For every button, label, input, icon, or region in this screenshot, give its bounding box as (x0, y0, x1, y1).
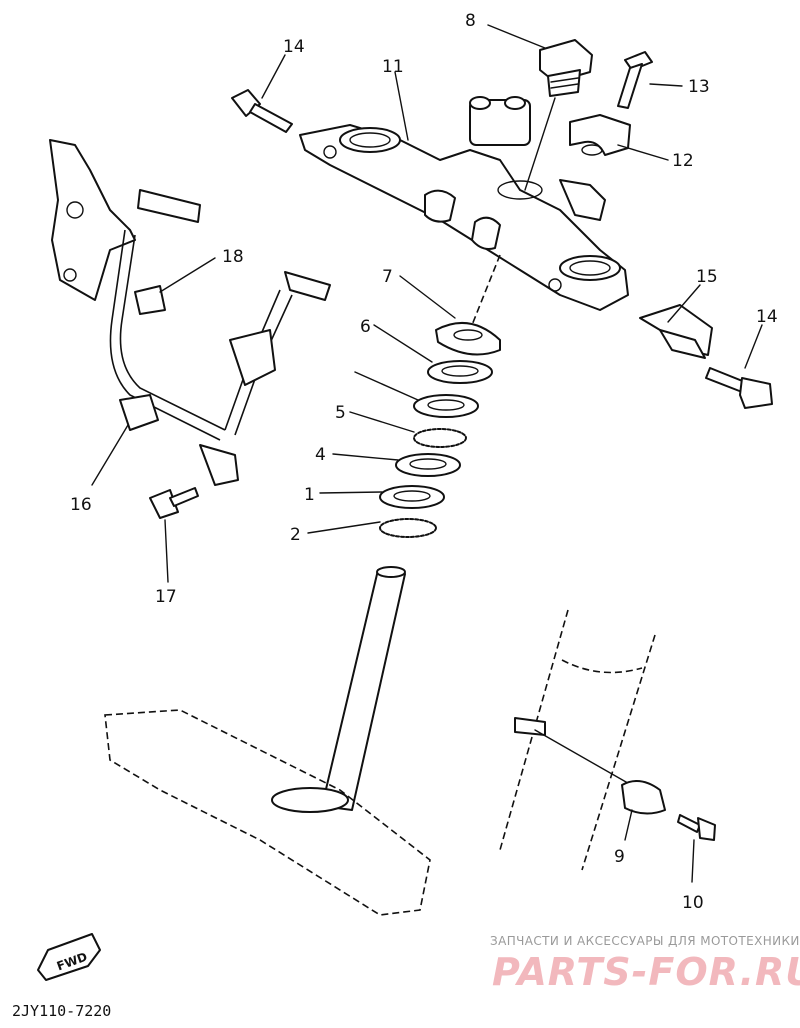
race-part-1 (379, 485, 445, 509)
callout-14-top: 14 (283, 37, 305, 57)
fwd-direction-badge: FWD (37, 933, 101, 981)
ball-ring-part-5 (413, 428, 467, 448)
ball-ring-part-2 (379, 518, 437, 538)
upper-bracket-part-11 (299, 96, 629, 311)
steering-bearing-stack (379, 254, 501, 538)
callout-5: 5 (335, 403, 346, 423)
diagram-code: 2JY110-7220 (12, 1002, 111, 1020)
callout-12: 12 (672, 151, 694, 171)
callout-4: 4 (315, 445, 326, 465)
bolt-part-13 (617, 51, 653, 109)
front-fork (499, 609, 716, 871)
callout-10: 10 (682, 893, 704, 913)
watermark-brand: PARTS-FOR.RU (492, 950, 800, 994)
callout-16: 16 (70, 495, 92, 515)
callout-2: 2 (290, 525, 301, 545)
callout-labels: 8 11 14 13 12 18 7 15 14 6 5 4 1 2 16 17… (70, 11, 778, 913)
callout-11: 11 (382, 57, 404, 77)
washer-part-6 (427, 360, 493, 384)
callout-1: 1 (304, 485, 315, 505)
callout-14-right: 14 (756, 307, 778, 327)
bolt-part-8 (539, 39, 593, 97)
bracket-part-16 (119, 394, 159, 431)
leader-lines (91, 24, 763, 883)
ring-nut-part-7 (435, 322, 501, 356)
callout-17: 17 (155, 587, 177, 607)
callout-6: 6 (360, 317, 371, 337)
bolt-part-10 (677, 814, 701, 833)
callout-9: 9 (614, 847, 625, 867)
clamp-part-9 (621, 780, 666, 815)
race-part-3 (413, 394, 479, 418)
clamp-part-12 (569, 114, 631, 156)
callout-7: 7 (382, 267, 393, 287)
watermark-tagline: ЗАПЧАСТИ И АКСЕССУАРЫ ДЛЯ МОТОТЕХНИКИ (490, 934, 800, 948)
grommet-part-18 (134, 285, 166, 315)
bolt-part-14-top (231, 89, 293, 133)
callout-18: 18 (222, 247, 244, 267)
race-part-4 (395, 453, 461, 477)
callout-8: 8 (465, 11, 476, 31)
bolt-part-14-right (705, 367, 773, 409)
headlight-stay-bracket (49, 139, 331, 519)
clamp-part-15 (639, 304, 713, 359)
watermark: ЗАПЧАСТИ И АКСЕССУАРЫ ДЛЯ МОТОТЕХНИКИ PA… (490, 934, 800, 994)
callout-13: 13 (688, 77, 710, 97)
callout-15: 15 (696, 267, 718, 287)
steering-stem-lower-bracket (104, 566, 431, 916)
